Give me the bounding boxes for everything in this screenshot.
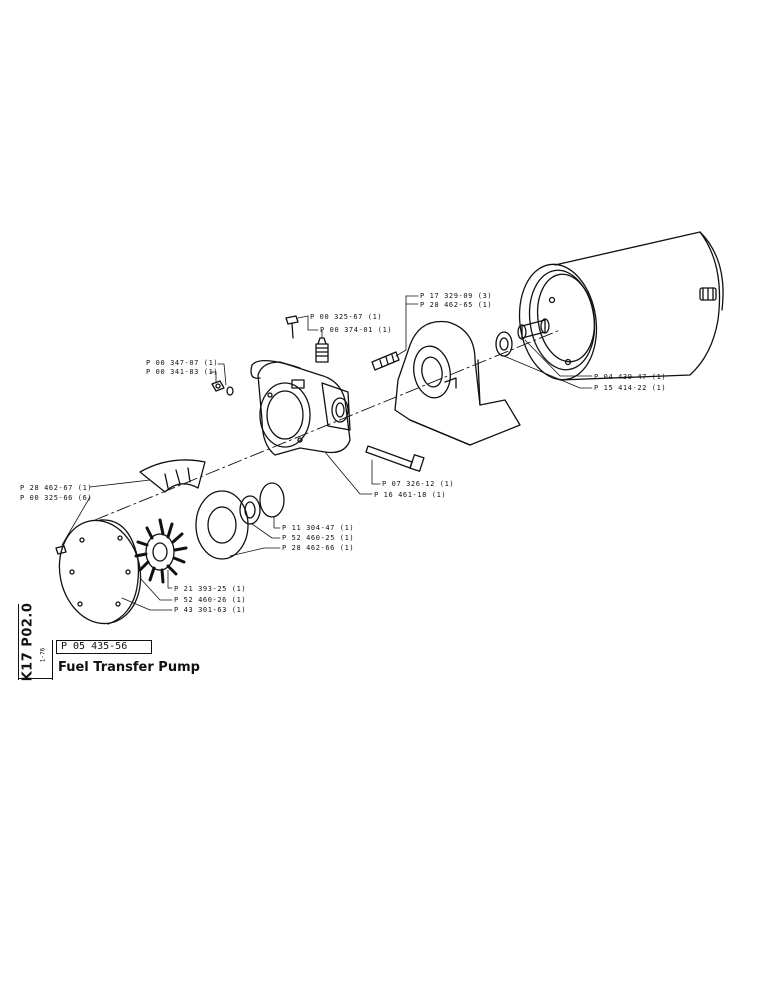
seal	[239, 495, 261, 525]
callout-label: P 07 326-12 (1)	[382, 480, 455, 488]
drawing-title: Fuel Transfer Pump	[58, 660, 200, 675]
title-block-rule	[52, 640, 53, 680]
pump-housing	[250, 360, 351, 456]
callout-label: P 21 393-25 (1)	[174, 585, 247, 593]
callout-label: P 17 329-09 (3)	[420, 292, 493, 300]
callout-label: P 52 460-26 (1)	[174, 596, 247, 604]
gasket	[195, 490, 249, 560]
cam	[139, 459, 206, 493]
callout-label: P 16 461-18 (1)	[374, 491, 447, 499]
callout-label: P 28 462-65 (1)	[420, 301, 493, 309]
callout-label: P 52 460-25 (1)	[282, 534, 355, 542]
part-number-box: P 05 435-56	[56, 640, 152, 654]
sheet-scale: 1-76	[39, 647, 47, 663]
bracket	[394, 320, 521, 446]
nipple	[315, 337, 329, 363]
title-block-rule	[18, 604, 19, 680]
callout-label: P 11 304-47 (1)	[282, 524, 355, 532]
impeller	[134, 518, 188, 584]
leader-lines	[61, 295, 593, 611]
callout-label: P 04 439-47 (1)	[594, 373, 667, 381]
callout-label: P 15 414-22 (1)	[594, 384, 667, 392]
title-block-rule	[18, 678, 52, 679]
callout-label: P 00 374-01 (1)	[320, 326, 393, 334]
callout-label: P 00 347-07 (1)	[146, 359, 219, 367]
end-cover	[58, 519, 142, 625]
callout-label: P 28 462-67 (1)	[20, 484, 93, 492]
sheet-code: K17 P02.0	[20, 602, 36, 682]
motor	[517, 231, 724, 381]
callout-label: P 00 341-83 (1)	[146, 368, 219, 376]
long-bolt	[365, 445, 425, 472]
callout-label: P 00 325-66 (6)	[20, 494, 93, 502]
callout-label: P 00 325-67 (1)	[310, 313, 383, 321]
bracket-screw	[371, 351, 400, 371]
top-screw	[285, 315, 299, 339]
o-ring	[259, 482, 285, 518]
callout-label: P 43 301-63 (1)	[174, 606, 247, 614]
nut	[211, 380, 234, 396]
callout-label: P 28 462-66 (1)	[282, 544, 355, 552]
cover-screw	[55, 545, 67, 555]
